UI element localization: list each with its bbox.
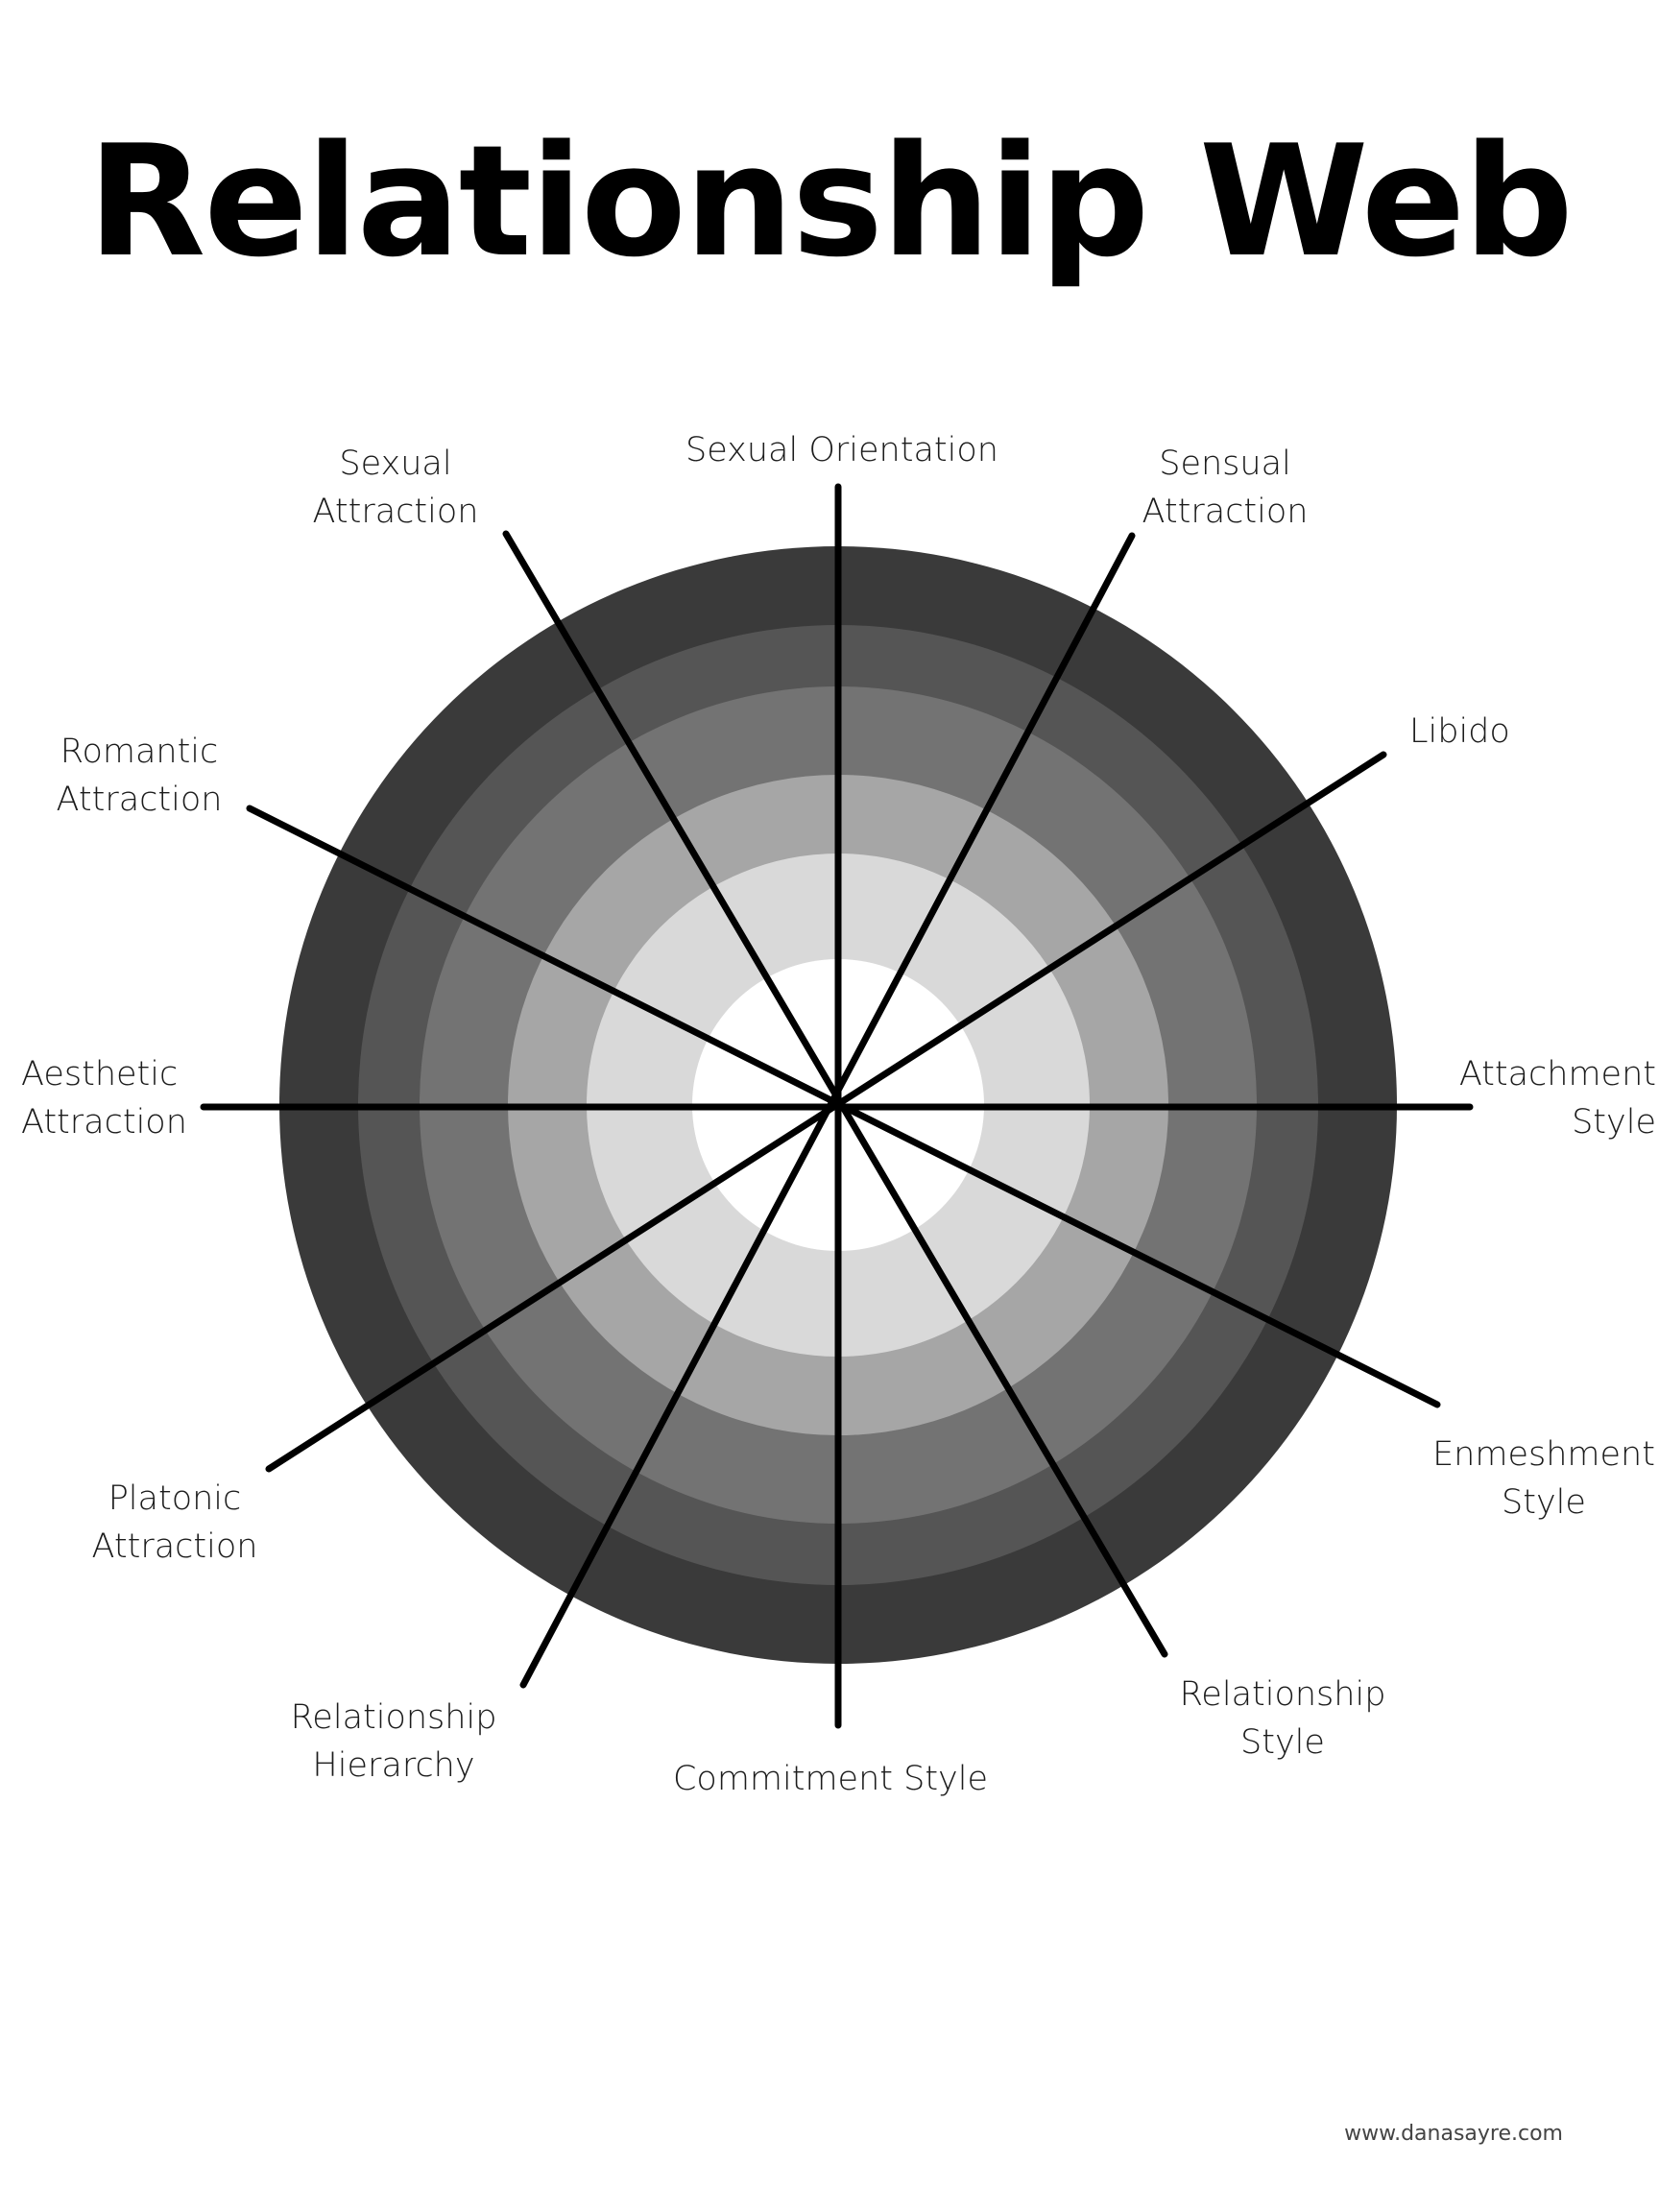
label-line: Attraction bbox=[21, 1103, 187, 1142]
label-commitment-style: Commitment Style bbox=[673, 1760, 988, 1798]
label-line: Relationship bbox=[1180, 1675, 1386, 1714]
label-line: Sexual Orientation bbox=[685, 431, 998, 469]
label-line: Sexual bbox=[339, 445, 451, 483]
label-libido: Libido bbox=[1409, 712, 1510, 751]
label-line: Attraction bbox=[1142, 493, 1309, 531]
label-line: Sensual bbox=[1159, 445, 1291, 483]
footer-url: www.danasayre.com bbox=[1344, 2122, 1563, 2146]
label-line: Style bbox=[1572, 1103, 1656, 1142]
page-title: Relationship Web bbox=[87, 111, 1574, 291]
label-sexual-orientation: Sexual Orientation bbox=[685, 431, 998, 469]
label-line: Romantic bbox=[60, 733, 219, 771]
spokes-group bbox=[200, 483, 1474, 1729]
label-line: Aesthetic bbox=[21, 1055, 178, 1094]
label-line: Style bbox=[1240, 1723, 1325, 1762]
label-line: Style bbox=[1502, 1483, 1586, 1522]
label-line: Attachment bbox=[1459, 1055, 1656, 1094]
label-line: Platonic bbox=[108, 1479, 242, 1518]
label-line: Attraction bbox=[57, 781, 223, 819]
spoke-sexual-rel bbox=[502, 530, 1168, 1658]
label-line: Libido bbox=[1409, 712, 1510, 751]
label-line: Commitment Style bbox=[673, 1760, 988, 1798]
label-line: Attraction bbox=[92, 1527, 258, 1566]
label-line: Attraction bbox=[313, 493, 479, 531]
label-line: Enmeshment bbox=[1432, 1435, 1655, 1474]
spoke-romantic-enm bbox=[246, 805, 1441, 1408]
spoke-libido-platonic bbox=[265, 751, 1387, 1473]
label-line: Hierarchy bbox=[312, 1746, 474, 1785]
label-line: Relationship bbox=[291, 1698, 497, 1737]
